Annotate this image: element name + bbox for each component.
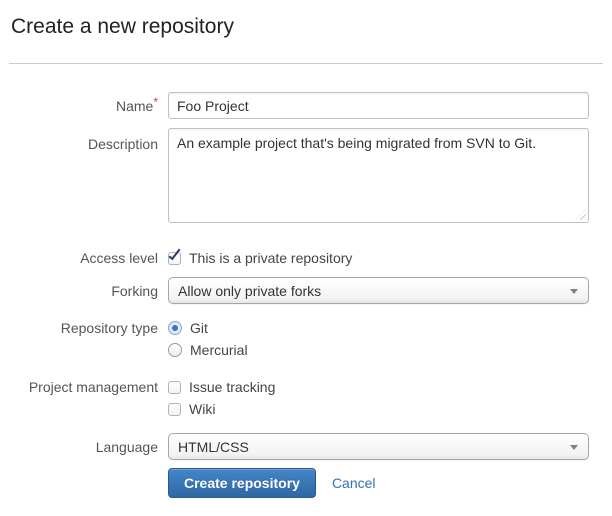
cancel-link[interactable]: Cancel	[331, 475, 376, 491]
name-row: Name*	[0, 92, 612, 119]
language-label: Language	[95, 438, 158, 455]
language-select[interactable]: HTML/CSS	[168, 433, 589, 460]
repository-type-label: Repository type	[60, 320, 158, 336]
forking-row: Forking Allow only private forks	[0, 277, 612, 304]
page-title: Create a new repository	[11, 15, 234, 38]
access-level-row: Access level This is a private repositor…	[0, 246, 612, 269]
forking-label: Forking	[111, 282, 158, 299]
project-management-label: Project management	[28, 379, 158, 395]
forking-selected-option: Allow only private forks	[178, 282, 322, 299]
language-row: Language HTML/CSS	[0, 433, 612, 460]
private-repository-checkbox[interactable]	[168, 246, 181, 265]
page-header: Create a new repository	[9, 0, 603, 64]
project-management-row: Project management Issue tracking Wiki	[0, 376, 612, 420]
repository-type-radio-mercurial[interactable]	[168, 343, 182, 357]
repository-type-radio-mercurial-label[interactable]: Mercurial	[190, 342, 248, 358]
name-label: Name*	[115, 94, 158, 114]
name-input[interactable]	[168, 92, 589, 119]
description-label: Description	[87, 136, 158, 152]
forking-select[interactable]: Allow only private forks	[168, 277, 589, 304]
issue-tracking-checkbox[interactable]	[168, 380, 181, 394]
create-repository-form: Name* Description An example project tha…	[0, 64, 612, 498]
chevron-down-icon	[570, 288, 578, 294]
wiki-checkbox-label[interactable]: Wiki	[189, 401, 216, 417]
checkmark-icon	[168, 246, 181, 260]
issue-tracking-checkbox-label[interactable]: Issue tracking	[189, 379, 276, 395]
chevron-down-icon	[570, 444, 578, 450]
repository-type-radio-git[interactable]	[168, 321, 182, 335]
repository-type-row: Repository type Git Mercurial	[0, 317, 612, 361]
access-level-label: Access level	[80, 250, 158, 266]
description-row: Description An example project that's be…	[0, 128, 612, 223]
repository-type-radio-git-label[interactable]: Git	[190, 320, 208, 336]
language-selected-option: HTML/CSS	[178, 438, 249, 455]
radio-dot-icon	[172, 325, 178, 331]
required-asterisk: *	[153, 94, 158, 109]
actions-row: Create repository Cancel	[0, 468, 612, 498]
create-repository-button[interactable]: Create repository	[168, 468, 316, 498]
description-textarea[interactable]: An example project that's being migrated…	[168, 128, 589, 223]
wiki-checkbox[interactable]	[168, 402, 181, 416]
private-repository-checkbox-label[interactable]: This is a private repository	[189, 250, 353, 266]
